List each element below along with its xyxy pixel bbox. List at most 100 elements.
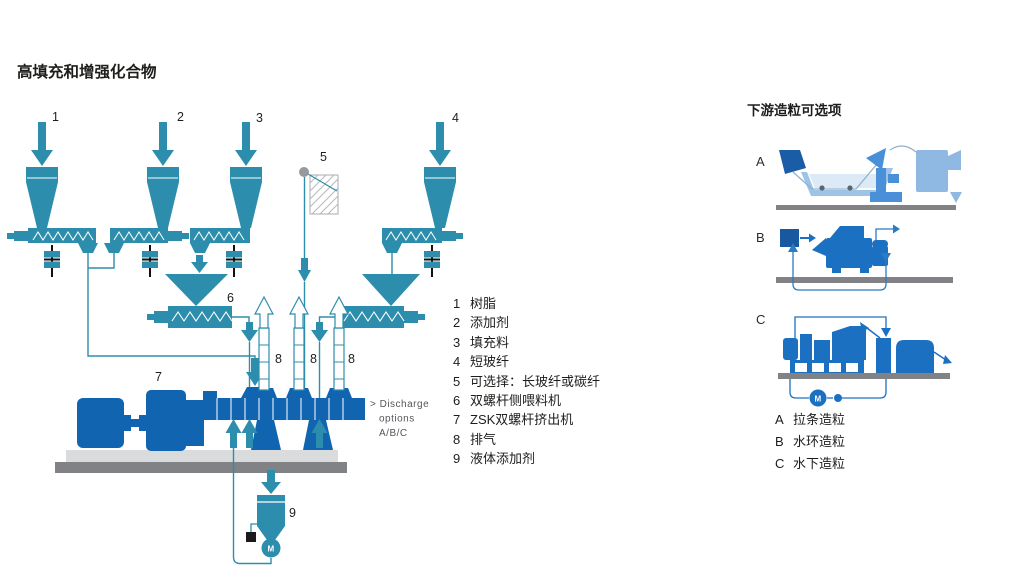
ground-line xyxy=(778,373,950,379)
feeder-station-3 xyxy=(190,122,262,277)
strand-pelletizer-icon xyxy=(866,148,902,202)
water-loop-line xyxy=(792,252,887,291)
water-loop-line xyxy=(789,379,809,399)
hopper-icon xyxy=(147,167,179,228)
vent-stack-1 xyxy=(254,295,274,391)
hopper-icon xyxy=(424,167,456,228)
feed-arrow-icon xyxy=(261,470,281,494)
label-liquid-9: 9 xyxy=(289,506,296,520)
label-feeder-3: 3 xyxy=(256,111,263,125)
machine-platform xyxy=(66,450,338,462)
svg-text:options: options xyxy=(379,414,415,425)
feeder-station-2 xyxy=(104,122,189,277)
screw-feeder-icon xyxy=(382,228,463,253)
valve-icon xyxy=(44,245,60,277)
liquid-valve-icon xyxy=(246,532,256,542)
svg-text:M: M xyxy=(268,545,275,554)
gearbox-icon xyxy=(146,390,186,451)
feeder-station-1 xyxy=(7,122,98,277)
vent-arrow-icon xyxy=(254,295,274,329)
output-arrow-icon xyxy=(950,192,962,203)
feed-arrow-icon xyxy=(31,122,53,166)
support-leg-icon xyxy=(251,420,281,450)
vent-arrow-icon xyxy=(329,295,349,329)
ground-line xyxy=(776,205,956,210)
pump-icon xyxy=(261,538,281,558)
discharge-note: > Discharge options A/B/C xyxy=(370,399,429,439)
feed-arrow-icon xyxy=(235,122,257,166)
label-extruder-7: 7 xyxy=(155,370,162,384)
hatch-roll-icon xyxy=(309,174,339,215)
option-a-diagram xyxy=(776,145,962,210)
screw-feeder-icon xyxy=(7,228,98,253)
ground-line xyxy=(776,277,953,283)
label-side-feeder-6: 6 xyxy=(227,291,234,305)
ground-bar xyxy=(55,462,347,473)
water-ring-pelletizer-icon xyxy=(812,226,888,273)
extruder-7 xyxy=(77,387,365,451)
feeder-station-4 xyxy=(382,122,463,277)
option-c-diagram: M xyxy=(778,316,952,407)
feed-arrow-icon xyxy=(152,122,174,166)
hopper-icon xyxy=(26,167,58,228)
label-feeder-2: 2 xyxy=(177,110,184,124)
motor-icon xyxy=(77,398,124,448)
classifier-icon xyxy=(916,150,961,192)
right-panel-title: 下游造粒可选项 xyxy=(747,103,842,118)
water-bath-icon xyxy=(801,168,893,196)
side-feeder-left xyxy=(147,274,258,448)
hopper-icon xyxy=(230,167,262,228)
side-feeder-right xyxy=(311,274,425,448)
page-title: 高填充和增强化合物 xyxy=(17,64,157,81)
feed-arrow-icon xyxy=(429,122,451,166)
barrel-icon xyxy=(203,398,365,420)
label-option-b: B xyxy=(756,230,765,245)
label-vent-1: 8 xyxy=(275,352,282,366)
option-b-diagram xyxy=(776,224,953,291)
svg-text:> Discharge: > Discharge xyxy=(370,399,429,410)
valve-icon xyxy=(834,394,842,402)
top-pipe-line xyxy=(794,316,887,338)
label-option-c: C xyxy=(756,312,765,327)
liquid-loop-line xyxy=(232,448,272,565)
vent-stack-2 xyxy=(289,295,309,391)
svg-text:A/B/C: A/B/C xyxy=(379,428,408,439)
funnel-icon xyxy=(362,274,420,306)
pump-icon xyxy=(809,389,827,407)
label-feeder-4: 4 xyxy=(452,111,459,125)
underwater-pelletizer-icon xyxy=(783,326,866,374)
fiber-roll-5 xyxy=(298,167,339,398)
die-head-icon xyxy=(780,229,799,247)
roller-icon xyxy=(299,167,309,177)
svg-text:M: M xyxy=(815,395,822,404)
label-vent-2: 8 xyxy=(310,352,317,366)
valve-icon xyxy=(142,245,158,277)
vent-arrow-icon xyxy=(289,295,309,329)
label-option-a: A xyxy=(756,154,765,169)
funnel-icon xyxy=(165,274,228,306)
label-feeder-1: 1 xyxy=(52,110,59,124)
dryer-vessel-icon xyxy=(896,340,934,373)
label-fiber-5: 5 xyxy=(320,150,327,164)
strand-line xyxy=(792,157,883,190)
valve-icon xyxy=(226,245,242,277)
label-vent-3: 8 xyxy=(348,352,355,366)
liquid-tank-icon xyxy=(257,495,285,540)
bottom-injection-arrows xyxy=(225,419,328,448)
dryer-column-icon xyxy=(876,338,891,373)
valve-icon xyxy=(424,245,440,277)
